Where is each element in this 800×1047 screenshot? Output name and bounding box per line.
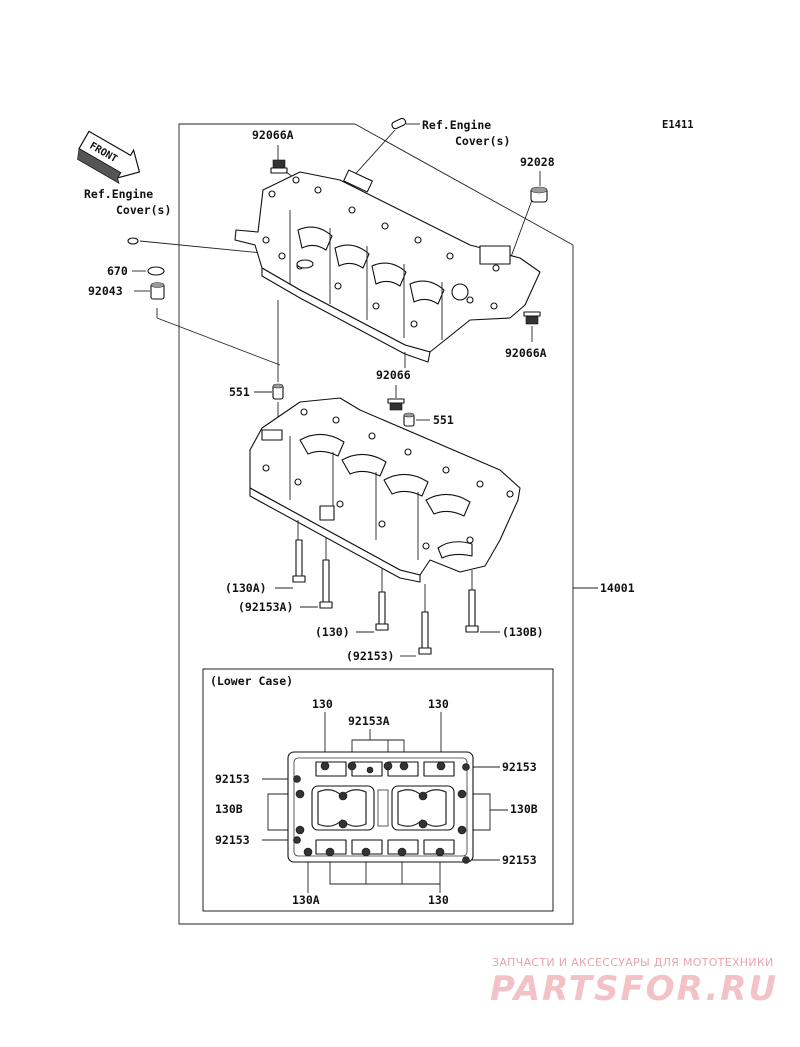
label-92028: 92028 — [520, 155, 555, 169]
inset-leaders — [262, 712, 508, 893]
inset-label-130-top-right: 130 — [428, 697, 449, 711]
inset-label-92153-left-bottom: 92153 — [215, 833, 250, 847]
plug-92066A-right — [523, 311, 541, 325]
plug-92066 — [387, 398, 405, 411]
label-ref-engine-left-2: Cover(s) — [116, 203, 171, 217]
inset-label-130-bottom: 130 — [428, 893, 449, 907]
label-ref-engine-left-1: Ref.Engine — [84, 187, 153, 201]
dowel-pin-top — [349, 117, 420, 181]
label-670: 670 — [107, 264, 128, 278]
lower-crankcase — [249, 397, 521, 583]
label-92066A-right: 92066A — [505, 346, 547, 360]
label-92043: 92043 — [88, 284, 123, 298]
dowel-pin-left — [127, 237, 139, 245]
bolt-92153A — [319, 537, 333, 609]
plug-92028 — [530, 186, 548, 203]
label-92066: 92066 — [376, 368, 411, 382]
upper-crankcase — [234, 169, 541, 363]
label-92153A: (92153A) — [238, 600, 293, 614]
watermark-tagline: ЗАПЧАСТИ И АКСЕССУАРЫ ДЛЯ МОТОТЕХНИКИ — [492, 956, 774, 969]
o-ring-670 — [147, 266, 165, 276]
label-130: (130) — [315, 625, 350, 639]
inset-label-92153-right-bottom: 92153 — [502, 853, 537, 867]
front-arrow-icon: FRONT — [77, 130, 141, 184]
assembly-bracket — [178, 123, 598, 925]
label-551-right: 551 — [433, 413, 454, 427]
label-130A: (130A) — [225, 581, 267, 595]
dowel-551-left — [272, 383, 284, 400]
label-92153: (92153) — [346, 649, 394, 663]
bolt-130 — [375, 568, 389, 631]
bolt-92153 — [418, 584, 432, 655]
collar-92043 — [150, 282, 165, 300]
dowel-551-right — [403, 412, 415, 427]
diagram-code: E1411 — [662, 119, 694, 131]
plug-92066A-top — [270, 159, 288, 174]
inset-label-130B-left: 130B — [215, 802, 243, 816]
bolt-130B — [465, 570, 479, 633]
inset-label-130A-bottom: 130A — [292, 893, 320, 907]
inset-label-92153-left-top: 92153 — [215, 772, 250, 786]
inset-label-92153-right-top: 92153 — [502, 760, 537, 774]
lower-case-inset — [202, 668, 554, 912]
label-ref-engine-top-2: Cover(s) — [455, 134, 510, 148]
label-14001: 14001 — [600, 581, 635, 595]
lower-case-top-view — [287, 751, 474, 864]
label-ref-engine-top-1: Ref.Engine — [422, 118, 491, 132]
label-130B: (130B) — [502, 625, 544, 639]
lower-case-title: (Lower Case) — [210, 674, 293, 688]
label-551-left: 551 — [229, 385, 250, 399]
watermark-brand: PARTSFOR.RU — [490, 969, 778, 1009]
inset-label-92153A: 92153A — [348, 714, 390, 728]
label-92066A-top: 92066A — [252, 128, 294, 142]
bolt-130A — [292, 520, 306, 583]
inset-label-130-top-left: 130 — [312, 697, 333, 711]
inset-label-130B-right: 130B — [510, 802, 538, 816]
